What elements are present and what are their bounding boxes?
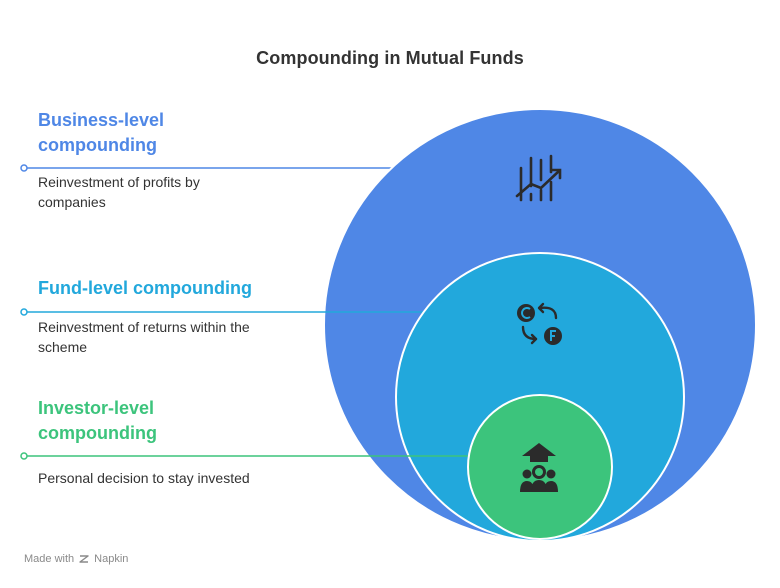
made-with-napkin-footer: Made with Napkin — [24, 553, 128, 565]
growth-chart-icon — [515, 154, 562, 202]
label-fund-level: Fund-level compounding Reinvestment of r… — [38, 276, 252, 357]
description-fund-line2: scheme — [38, 339, 88, 355]
description-fund-line1: Reinvestment of returns within the — [38, 319, 250, 335]
label-investor-level: Investor-level compounding Personal deci… — [38, 396, 250, 488]
description-investor-line1: Personal decision to stay invested — [38, 470, 250, 486]
description-fund-level: Reinvestment of returns within the schem… — [38, 317, 252, 357]
label-business-level: Business-level compounding Reinvestment … — [38, 108, 200, 212]
heading-business-level: Business-level compounding — [38, 108, 200, 158]
investor-group-icon — [520, 443, 558, 492]
footer-brand-text: Napkin — [94, 553, 129, 565]
heading-investor-line2: compounding — [38, 423, 157, 443]
description-business-line2: companies — [38, 194, 106, 210]
description-business-level: Reinvestment of profits by companies — [38, 172, 200, 212]
heading-fund-level: Fund-level compounding — [38, 276, 252, 301]
connector-dot-fund — [20, 308, 28, 316]
description-business-line1: Reinvestment of profits by — [38, 174, 200, 190]
page-title: Compounding in Mutual Funds — [256, 48, 524, 68]
description-investor-level: Personal decision to stay invested — [38, 468, 250, 488]
heading-business-line2: compounding — [38, 135, 157, 155]
heading-fund-line1: Fund-level compounding — [38, 278, 252, 298]
napkin-logo-icon — [79, 555, 89, 563]
heading-investor-level: Investor-level compounding — [38, 396, 250, 446]
footer-made-with-text: Made with — [24, 553, 75, 565]
connector-dot-business — [20, 164, 28, 172]
connector-dot-investor — [20, 452, 28, 460]
heading-investor-line1: Investor-level — [38, 398, 155, 418]
heading-business-line1: Business-level — [38, 110, 165, 130]
currency-exchange-icon — [517, 302, 562, 345]
